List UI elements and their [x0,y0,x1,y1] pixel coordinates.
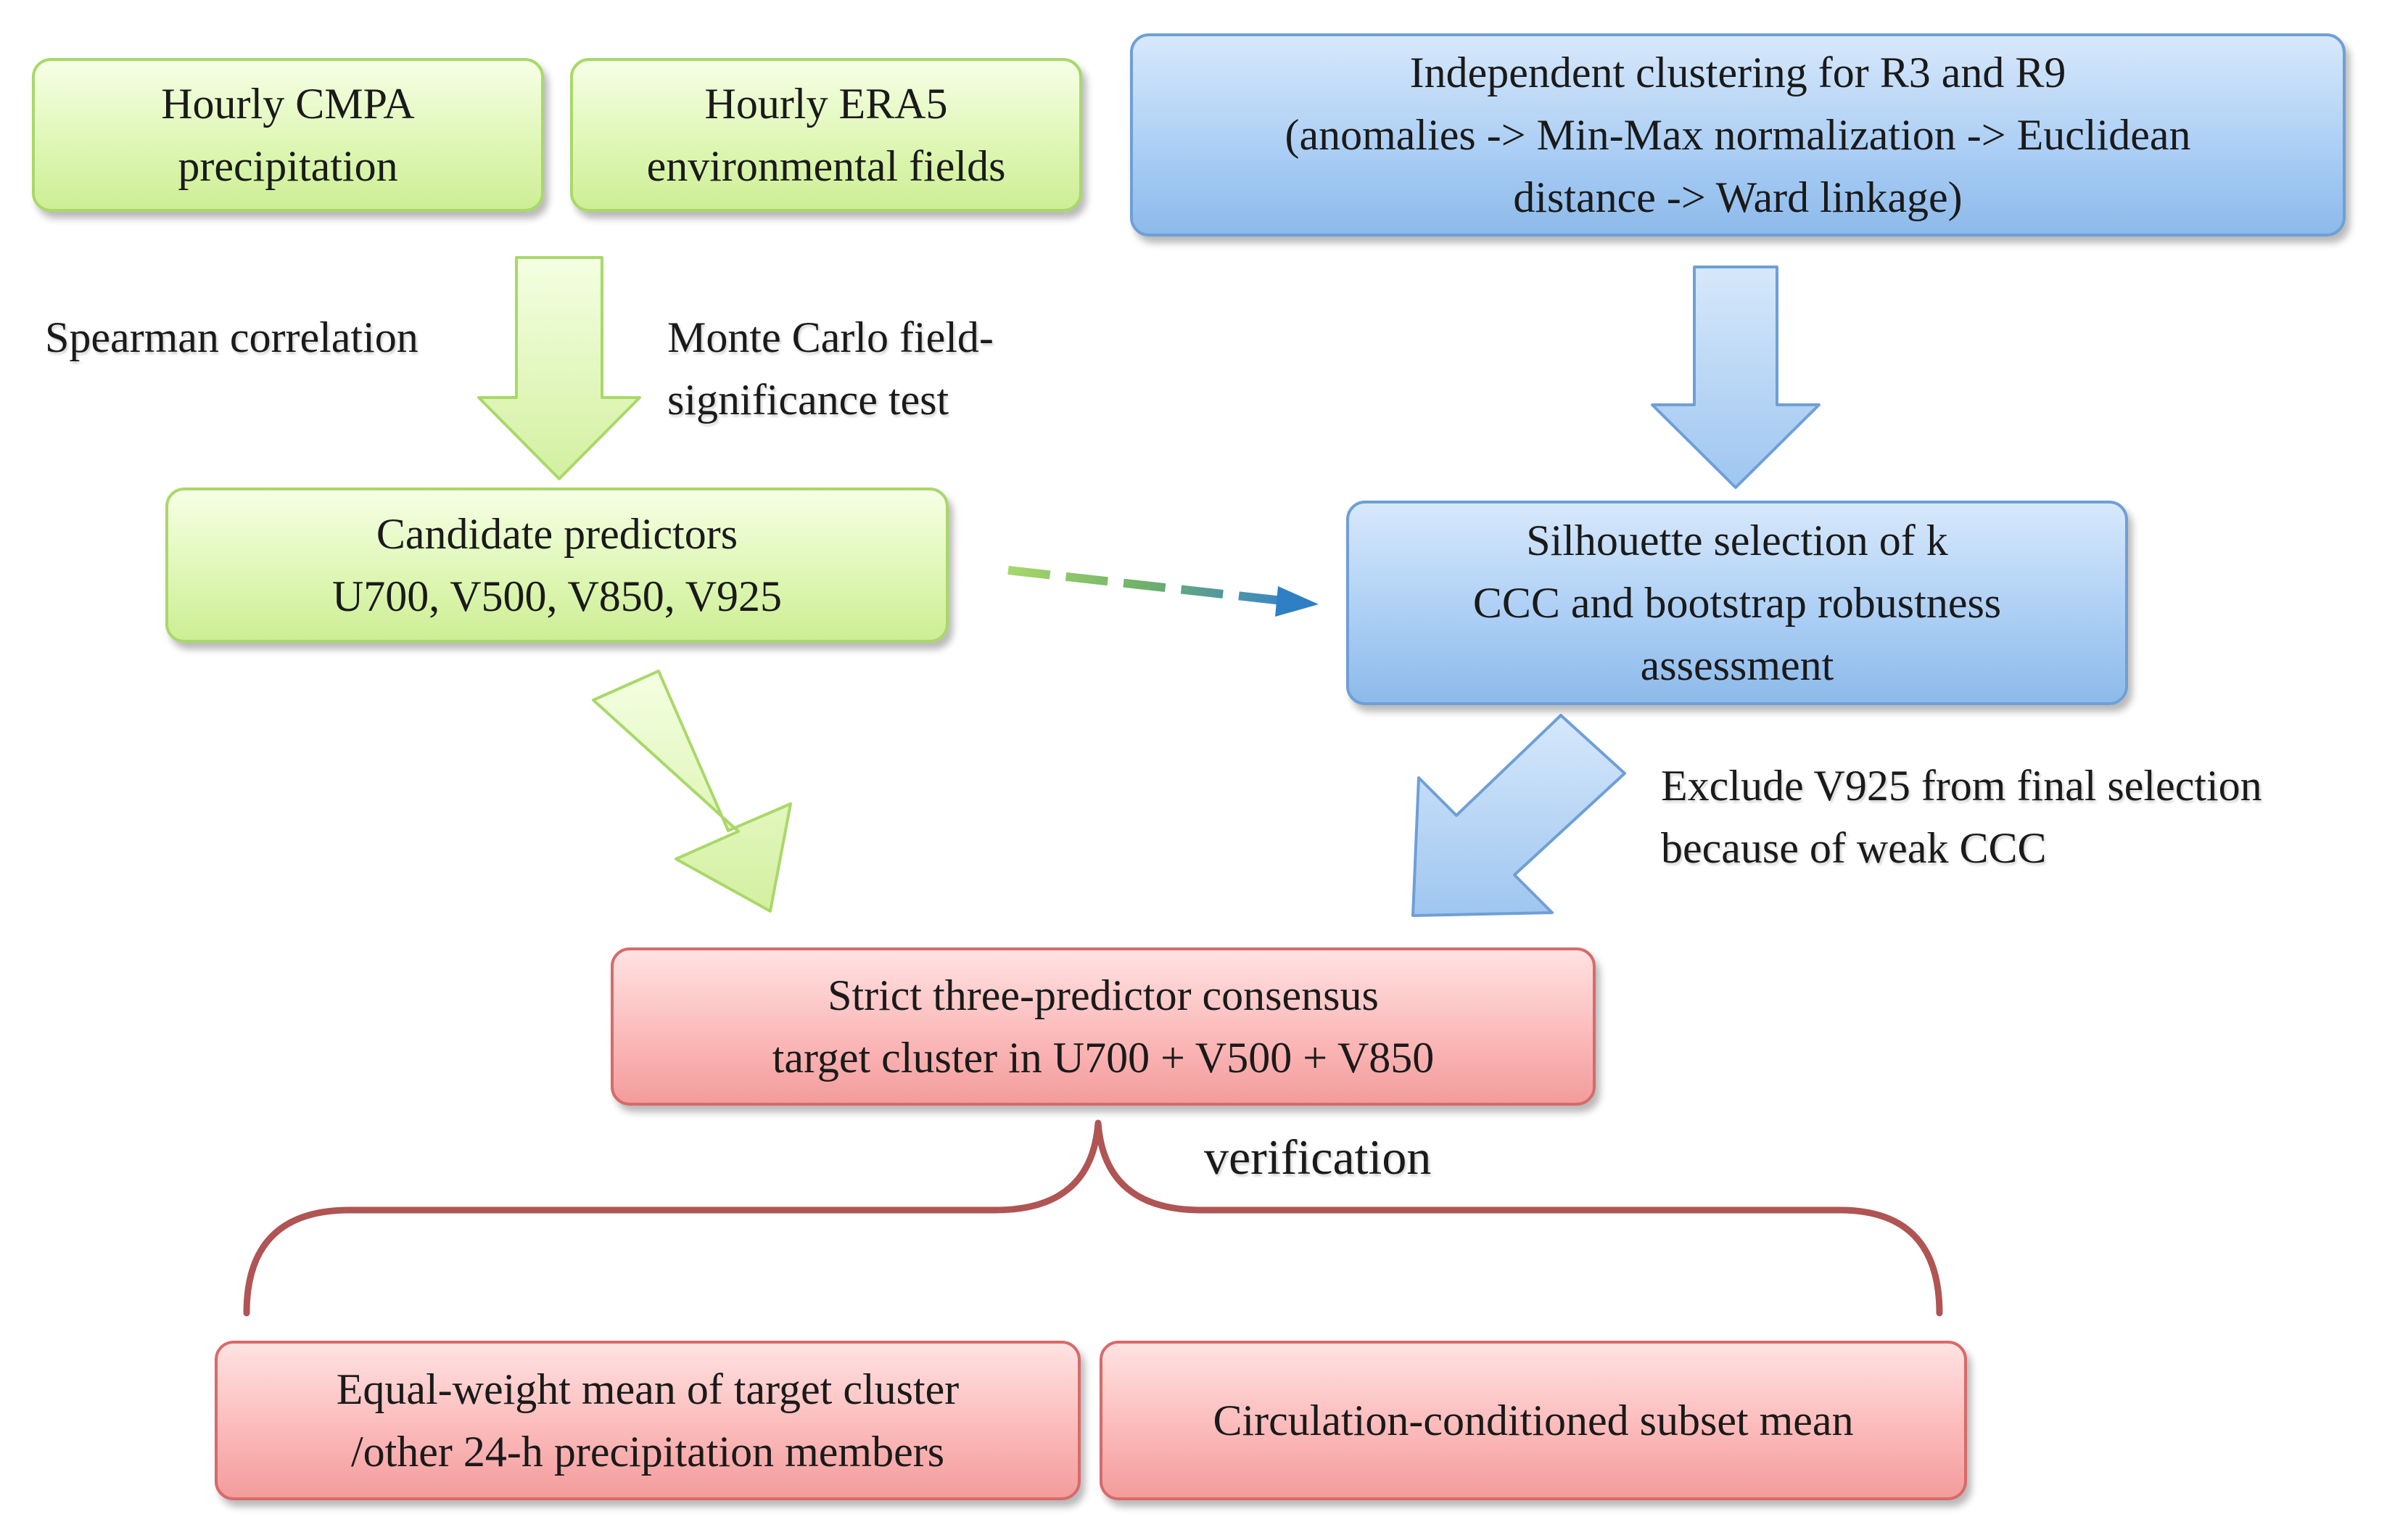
dashed-connector [1007,566,1283,605]
label-exclude-line1: Exclude V925 from final selection [1661,762,2262,810]
box-clustering-line1: Independent clustering for R3 and R9 [1409,49,2066,96]
box-hourly-cmpa: Hourly CMPA precipitation [32,58,544,212]
box-hourly-cmpa-line1: Hourly CMPA [161,80,415,128]
label-exclude-line2: because of weak CCC [1661,824,2047,872]
arrow-inputs-to-predictors [477,256,641,480]
arrow-predictors-to-consensus [592,670,792,913]
label-spearman-correlation: Spearman correlation [45,313,418,361]
box-candidate-predictors: Candidate predictors U700, V500, V850, V… [165,488,949,643]
box-clustering-line2: (anomalies -> Min-Max normalization -> E… [1285,111,2191,159]
box-consensus-line1: Strict three-predictor consensus [828,971,1379,1019]
box-hourly-cmpa-line2: precipitation [178,142,398,190]
box-strict-consensus: Strict three-predictor consensus target … [611,947,1596,1106]
box-hourly-era5: Hourly ERA5 environmental fields [570,58,1082,212]
box-circulation-line1: Circulation-conditioned subset mean [1213,1397,1854,1444]
box-consensus-line2: target cluster in U700 + V500 + V850 [772,1034,1435,1082]
box-hourly-era5-line1: Hourly ERA5 [704,80,948,128]
box-circulation-conditioned: Circulation-conditioned subset mean [1100,1341,1967,1500]
label-verification: verification [1204,1130,1432,1185]
label-monte-carlo: Monte Carlo field- significance test [667,306,994,431]
box-predictors-line1: Candidate predictors [376,510,738,558]
box-equal-weight-mean: Equal-weight mean of target cluster /oth… [215,1341,1081,1500]
box-predictors-line2: U700, V500, V850, V925 [331,572,783,620]
arrow-clustering-to-silhouette [1651,266,1821,489]
verification-brace [243,1119,1943,1317]
box-hourly-era5-line2: environmental fields [646,142,1006,190]
label-monte-carlo-line2: significance test [667,376,949,424]
box-silhouette-selection: Silhouette selection of k CCC and bootst… [1346,501,2128,705]
dashed-connector-arrowhead [1275,586,1319,617]
label-exclude-v925: Exclude V925 from final selection becaus… [1661,754,2262,879]
box-silhouette-line1: Silhouette selection of k [1526,517,1948,564]
box-equal-weight-line2: /other 24-h precipitation members [350,1428,945,1476]
box-silhouette-line3: assessment [1640,641,1834,689]
box-independent-clustering: Independent clustering for R3 and R9 (an… [1130,33,2346,237]
arrow-silhouette-to-consensus [1411,714,1626,917]
box-silhouette-line2: CCC and bootstrap robustness [1472,579,2002,627]
box-clustering-line3: distance -> Ward linkage) [1513,173,1963,221]
box-equal-weight-line1: Equal-weight mean of target cluster [336,1365,960,1413]
label-monte-carlo-line1: Monte Carlo field- [667,313,994,361]
